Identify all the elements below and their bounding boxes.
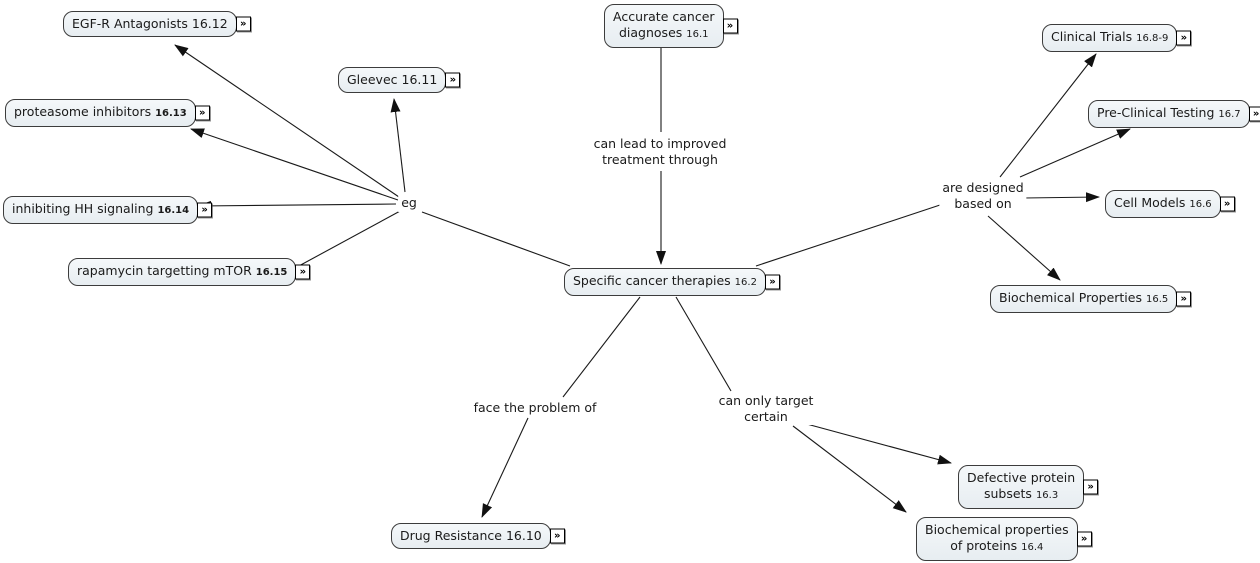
connector-designed-to-biochem <box>987 215 1061 281</box>
connector-designed-to-clinical <box>999 53 1097 178</box>
concept-node-biochemical-properties-of-proteins[interactable]: Biochemical properties of proteins 16.4 … <box>916 517 1092 561</box>
node-label: Cell Models <box>1114 195 1186 210</box>
connector-therapies-to-problem <box>562 296 641 398</box>
linking-phrase-can-lead[interactable]: can lead to improved treatment through <box>590 135 730 168</box>
node-label: proteasome inhibitors <box>14 104 152 119</box>
node-section-number: 16.11 <box>401 72 438 87</box>
resources-icon[interactable]: » <box>1083 479 1099 495</box>
concept-node-rapamycin-mtor[interactable]: rapamycin targetting mTOR 16.15 » <box>68 258 311 286</box>
concept-node-biochemical-properties[interactable]: Biochemical Properties 16.5 » <box>990 285 1192 313</box>
node-section-number: 16.6 <box>1189 199 1212 210</box>
resources-icon[interactable]: » <box>722 18 738 34</box>
node-section-number: 16.14 <box>157 205 190 216</box>
resources-icon[interactable]: » <box>445 72 461 88</box>
connector-target-to-biochemproteins <box>792 425 907 513</box>
concept-node-inhibiting-hh-signaling[interactable]: inhibiting HH signaling 16.14 » <box>3 196 213 224</box>
linking-phrase-eg[interactable]: eg <box>398 194 420 212</box>
connector-eg-to-egfr <box>174 44 400 198</box>
node-label: Clinical Trials <box>1051 29 1133 44</box>
node-label: rapamycin targetting mTOR <box>77 263 252 278</box>
concept-node-cell-models[interactable]: Cell Models 16.6 » <box>1105 190 1235 218</box>
node-label: Drug Resistance <box>400 528 502 543</box>
connector-therapies-to-target <box>675 296 732 392</box>
node-section-number: 16.13 <box>155 108 187 119</box>
node-section-number: 16.1 <box>686 29 709 40</box>
node-label: Biochemical Properties <box>999 290 1142 305</box>
node-section-number: 16.10 <box>505 528 542 543</box>
concept-node-egfr-antagonists[interactable]: EGF-R Antagonists 16.12 » <box>63 11 251 37</box>
concept-node-drug-resistance[interactable]: Drug Resistance 16.10 » <box>391 523 565 549</box>
concept-node-accurate-cancer-diagnoses[interactable]: Accurate cancer diagnoses 16.1 » <box>604 4 738 48</box>
connector-therapies-to-designed <box>755 204 941 267</box>
concept-node-specific-cancer-therapies[interactable]: Specific cancer therapies 16.2 » <box>564 268 780 296</box>
node-label: Specific cancer therapies <box>573 273 731 288</box>
resources-icon[interactable]: » <box>764 274 780 290</box>
node-label: inhibiting HH signaling <box>12 201 154 216</box>
node-section-number: 16.7 <box>1218 109 1241 120</box>
resources-icon[interactable]: » <box>1176 291 1192 307</box>
connector-eg-to-hh <box>197 200 397 211</box>
connector-designed-to-cellmodels <box>1023 192 1100 203</box>
node-label: Accurate cancer diagnoses <box>613 9 715 40</box>
connector-eg-to-rapamycin <box>296 209 403 268</box>
node-section-number: 16.15 <box>255 267 288 278</box>
node-section-number: 16.12 <box>191 16 228 31</box>
concept-node-clinical-trials[interactable]: Clinical Trials 16.8-9 » <box>1042 24 1192 52</box>
node-label: Biochemical properties of proteins <box>925 522 1069 553</box>
connector-problem-to-resistance <box>481 417 529 518</box>
concept-node-defective-protein-subsets[interactable]: Defective protein subsets 16.3 » <box>958 465 1099 509</box>
resources-icon[interactable]: » <box>1248 106 1260 122</box>
connector-therapies-to-eg <box>421 211 571 267</box>
linking-phrase-face-problem[interactable]: face the problem of <box>470 399 600 417</box>
node-label: Defective protein subsets <box>967 470 1076 501</box>
resources-icon[interactable]: » <box>549 528 565 544</box>
node-section-number: 16.5 <box>1145 294 1169 305</box>
connector-eg-to-proteasome <box>190 128 399 201</box>
node-label: Pre-Clinical Testing <box>1097 105 1215 120</box>
node-section-number: 16.8-9 <box>1136 33 1169 44</box>
linking-phrase-only-target[interactable]: can only target certain <box>715 392 817 425</box>
connector-target-to-defective <box>802 422 952 465</box>
node-label: EGF-R Antagonists <box>72 16 188 31</box>
connector-eg-to-gleevec <box>390 98 406 193</box>
node-section-number: 16.4 <box>1021 542 1044 553</box>
resources-icon[interactable]: » <box>194 105 210 121</box>
linking-phrase-designed[interactable]: are designed based on <box>939 179 1027 212</box>
resources-icon[interactable]: » <box>1219 196 1235 212</box>
concept-node-gleevec[interactable]: Gleevec 16.11 » <box>338 67 461 93</box>
resources-icon[interactable]: » <box>295 264 311 280</box>
resources-icon[interactable]: » <box>1076 531 1092 547</box>
resources-icon[interactable]: » <box>235 16 251 32</box>
resources-icon[interactable]: » <box>1176 30 1192 46</box>
node-label: Gleevec <box>347 72 398 87</box>
concept-node-preclinical-testing[interactable]: Pre-Clinical Testing 16.7 » <box>1088 100 1260 128</box>
node-section-number: 16.3 <box>1035 490 1059 501</box>
concept-node-proteasome-inhibitors[interactable]: proteasome inhibitors 16.13 » <box>5 99 210 127</box>
connector-designed-to-preclinical <box>1019 128 1131 178</box>
node-section-number: 16.2 <box>734 277 757 288</box>
resources-icon[interactable]: » <box>197 202 213 218</box>
